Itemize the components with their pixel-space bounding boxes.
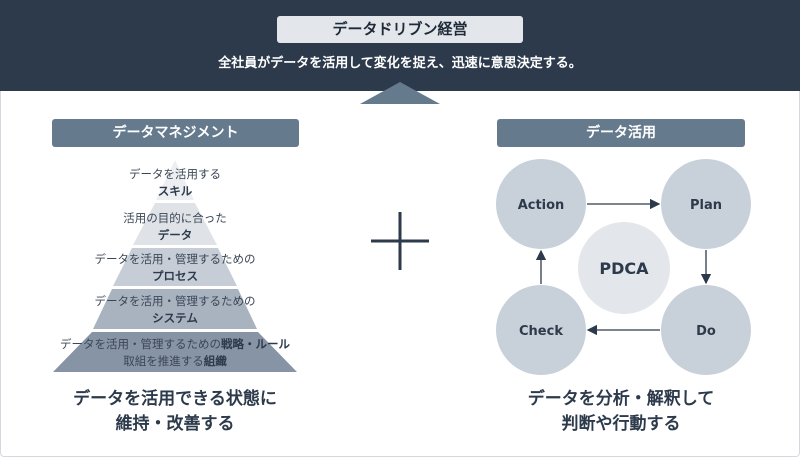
page-subtitle: 全社員がデータを活用して変化を捉え、迅速に意思決定する。 xyxy=(218,56,582,71)
pyramid-layer-1 xyxy=(156,160,194,200)
header-banner: データドリブン経営 全社員がデータを活用して変化を捉え、迅速に意思決定する。 xyxy=(0,0,800,91)
plan-label: Plan xyxy=(690,198,722,213)
layer-3-text: データを活用・管理するための xyxy=(95,252,256,266)
page-title: データドリブン経営 xyxy=(277,16,523,43)
layer-5-text: データを活用・管理するための戦略・ルール xyxy=(60,337,290,351)
plus-icon xyxy=(371,212,429,270)
up-arrow-triangle xyxy=(360,82,440,104)
data-utilization-label: データ活用 xyxy=(497,119,745,147)
layer-3-title: プロセス xyxy=(152,269,198,283)
layer-1-title: スキル xyxy=(158,184,193,198)
layer-4-text: データを活用・管理するための xyxy=(95,294,256,308)
action-label: Action xyxy=(518,198,565,213)
check-circle xyxy=(496,285,586,375)
pdca-center-circle xyxy=(578,222,670,314)
right-caption: データを分析・解釈して 判断や行動する xyxy=(471,387,771,437)
do-label: Do xyxy=(696,324,716,339)
right-caption-line1: データを分析・解釈して xyxy=(527,389,715,409)
data-management-label: データマネジメント xyxy=(52,119,299,147)
pyramid-layer-4 xyxy=(93,289,257,329)
pyramid-layer-2 xyxy=(133,203,217,245)
do-circle xyxy=(661,285,751,375)
layer-2-title: データ xyxy=(158,228,193,242)
layer-4-title: システム xyxy=(152,311,198,325)
layer-2-text: 活用の目的に合った xyxy=(123,211,227,225)
plan-circle xyxy=(661,159,751,249)
right-caption-line2: 判断や行動する xyxy=(561,414,681,434)
layer-1-text: データを活用する xyxy=(129,167,221,181)
left-caption-line1: データを活用できる状態に xyxy=(73,389,277,409)
pyramid-layer-3 xyxy=(113,248,237,286)
check-label: Check xyxy=(519,324,563,339)
action-circle xyxy=(496,159,586,249)
pyramid-layer-5 xyxy=(53,332,297,372)
layer-5-title: 取組を推進する組織 xyxy=(123,354,227,368)
left-caption: データを活用できる状態に 維持・改善する xyxy=(25,387,325,437)
pdca-label: PDCA xyxy=(599,259,649,278)
left-caption-line2: 維持・改善する xyxy=(115,414,235,434)
